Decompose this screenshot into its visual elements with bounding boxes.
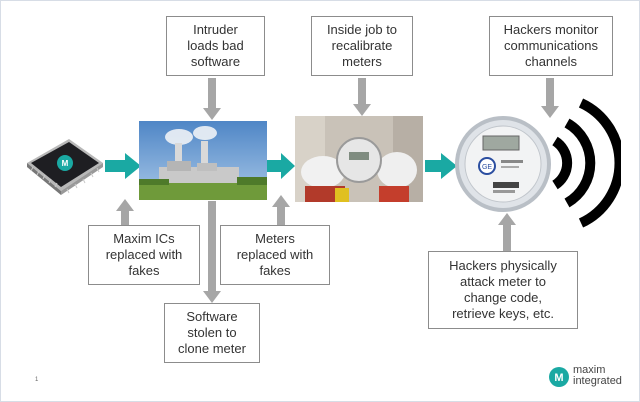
intruder-box: Intruder loads bad software (166, 16, 265, 76)
logo-line-2: integrated (573, 375, 622, 387)
integrated-circuit-chip-icon: M (27, 139, 103, 195)
flow-arrow-2 (267, 153, 295, 179)
hackers-monitor-box: Hackers monitor communications channels (489, 16, 613, 76)
arrow-inside-job-down (353, 78, 371, 116)
wireless-signal-icon (552, 98, 621, 228)
maxim-integrated-logo: M maxim integrated (549, 364, 629, 390)
arrow-software-stolen-down (203, 201, 221, 303)
flow-arrow-3 (425, 153, 457, 179)
meter-installation-photo (295, 116, 423, 202)
logo-line-1: maxim (573, 364, 606, 376)
arrow-meters-replaced-up (272, 195, 290, 225)
svg-text:M: M (62, 159, 69, 168)
page-number: 1 (35, 377, 39, 383)
inside-job-box: Inside job to recalibrate meters (311, 16, 413, 76)
svg-text:M: M (554, 372, 563, 384)
arrow-intruder-down (203, 78, 221, 120)
arrow-maxim-ics-up (116, 199, 134, 225)
software-stolen-box: Software stolen to clone meter (164, 303, 260, 363)
meters-replaced-box: Meters replaced with fakes (220, 225, 330, 285)
arrow-physical-attack-up (498, 213, 516, 251)
power-plant-photo (139, 121, 267, 200)
arrow-monitor-down (541, 78, 559, 118)
hackers-physically-box: Hackers physically attack meter to chang… (428, 251, 578, 329)
flow-arrow-1 (105, 153, 141, 179)
smart-meter-photo: GE (455, 116, 551, 212)
svg-text:GE: GE (482, 164, 492, 171)
maxim-ics-box: Maxim ICs replaced with fakes (88, 225, 200, 285)
maxim-logo-icon: M (549, 367, 569, 387)
